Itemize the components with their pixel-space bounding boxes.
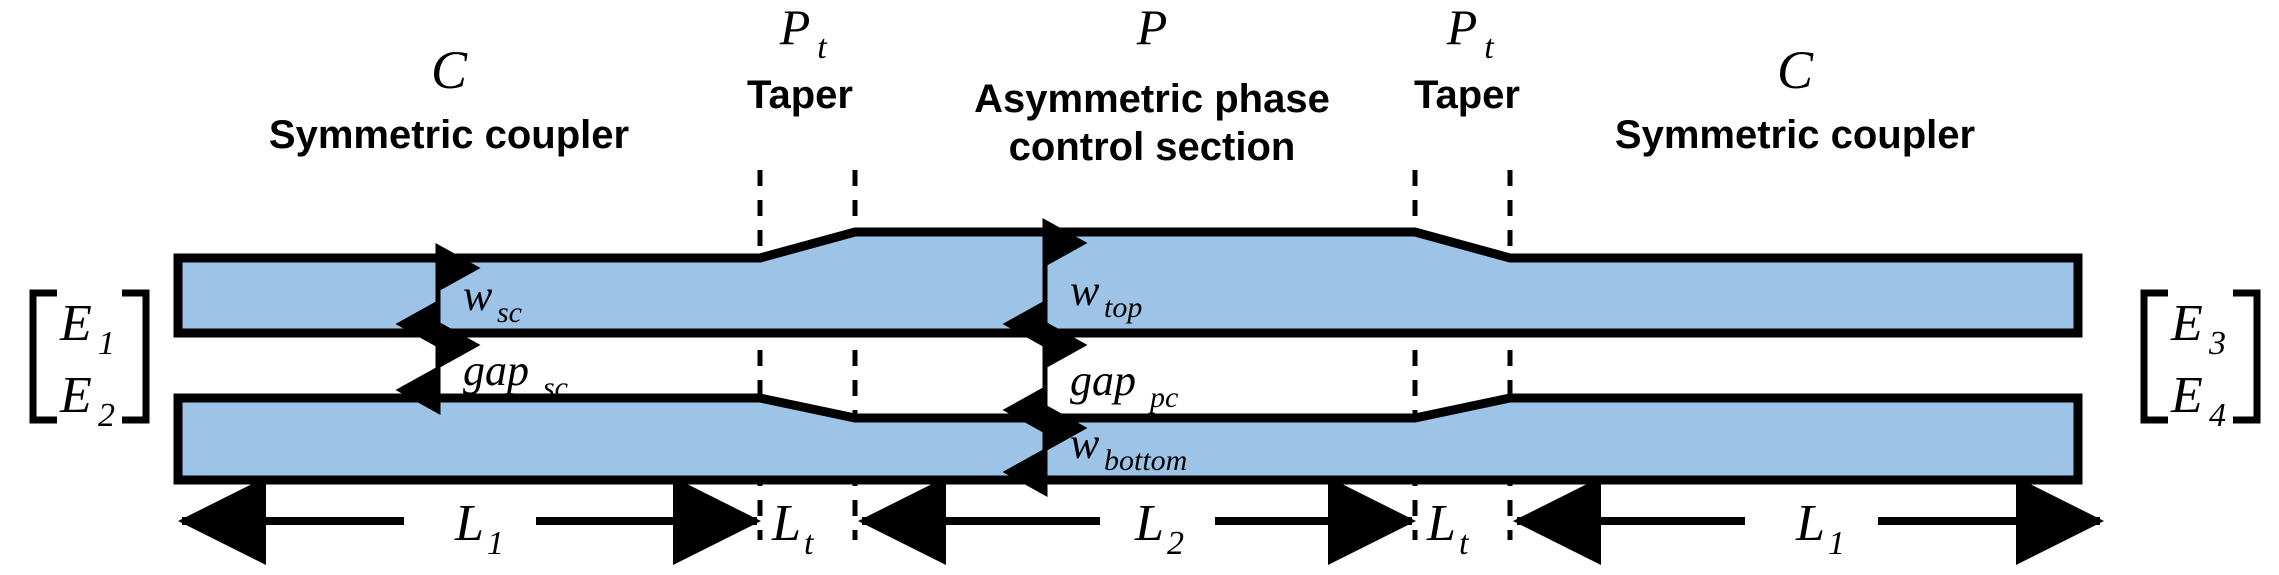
dimension-w-sc: w sc bbox=[395, 243, 522, 349]
dimension-l1-left: L 1 bbox=[178, 477, 761, 565]
lt-right-symbol: L bbox=[1426, 495, 1456, 552]
dimension-gap-sc: gap sc bbox=[395, 320, 568, 415]
gap-pc-symbol: gap bbox=[1070, 356, 1136, 405]
section-symbol-left-taper: P bbox=[779, 0, 811, 55]
section-symbol-sub-right-taper: t bbox=[1484, 29, 1495, 66]
lt-left-subscript: t bbox=[804, 525, 815, 562]
w-top-symbol: w bbox=[1070, 266, 1100, 315]
section-symbol-left-coupler: C bbox=[431, 40, 468, 100]
dimension-lt-right: L t bbox=[1426, 495, 1470, 562]
input-port-vector: E 1 E 2 bbox=[29, 289, 150, 434]
dimension-w-bottom: w bottom bbox=[1002, 403, 1187, 497]
dimension-gap-pc: gap pc bbox=[1002, 320, 1178, 435]
output-port-vector: E 3 E 4 bbox=[2140, 289, 2261, 434]
dimension-l1-right: L 1 bbox=[1513, 477, 2104, 565]
output-port-bottom-subscript: 4 bbox=[2209, 397, 2226, 434]
bottom-waveguide bbox=[173, 393, 2083, 485]
output-port-top-subscript: 3 bbox=[2208, 325, 2226, 362]
output-bracket-left bbox=[2140, 289, 2168, 424]
l2-symbol: L bbox=[1134, 495, 1164, 552]
l1-right-symbol: L bbox=[1795, 495, 1825, 552]
top-waveguide bbox=[173, 227, 2083, 338]
section-symbol-right-taper: P bbox=[1446, 0, 1478, 55]
section-title-left-taper: Taper bbox=[747, 73, 853, 117]
lt-left-symbol: L bbox=[771, 495, 801, 552]
l2-subscript: 2 bbox=[1167, 525, 1184, 562]
input-port-top-symbol: E bbox=[59, 295, 92, 352]
gap-sc-subscript: sc bbox=[543, 371, 568, 404]
input-bracket-right bbox=[122, 289, 150, 424]
output-port-top-symbol: E bbox=[2170, 295, 2203, 352]
section-symbol-right-coupler: C bbox=[1777, 40, 1814, 100]
w-sc-subscript: sc bbox=[497, 296, 522, 329]
section-title-right-coupler: Symmetric coupler bbox=[1615, 113, 1975, 157]
section-title-right-taper: Taper bbox=[1414, 73, 1520, 117]
l1-left-subscript: 1 bbox=[487, 525, 504, 562]
input-bracket-left bbox=[29, 289, 57, 424]
w-bottom-symbol: w bbox=[1070, 419, 1100, 468]
output-bracket-right bbox=[2233, 289, 2261, 424]
section-symbol-phase-control: P bbox=[1136, 0, 1168, 55]
output-port-bottom-symbol: E bbox=[2170, 367, 2203, 424]
section-title-phase-control-line1: Asymmetric phase bbox=[974, 77, 1330, 121]
w-top-subscript: top bbox=[1104, 291, 1142, 324]
input-port-bottom-subscript: 2 bbox=[98, 397, 115, 434]
section-symbol-sub-left-taper: t bbox=[817, 29, 828, 66]
w-sc-symbol: w bbox=[463, 271, 493, 320]
w-bottom-subscript: bottom bbox=[1104, 444, 1187, 477]
dimension-w-top: w top bbox=[1002, 218, 1142, 349]
l1-right-subscript: 1 bbox=[1828, 525, 1845, 562]
input-port-top-subscript: 1 bbox=[98, 325, 115, 362]
input-port-bottom-symbol: E bbox=[59, 367, 92, 424]
section-title-phase-control-line2: control section bbox=[1009, 125, 1296, 169]
lt-right-subscript: t bbox=[1459, 525, 1470, 562]
section-title-left-coupler: Symmetric coupler bbox=[269, 113, 629, 157]
l1-left-symbol: L bbox=[454, 495, 484, 552]
dimension-lt-left: L t bbox=[771, 495, 815, 562]
gap-pc-subscript: pc bbox=[1148, 381, 1178, 414]
gap-sc-symbol: gap bbox=[463, 346, 529, 395]
dimension-l2: L 2 bbox=[858, 477, 1416, 565]
